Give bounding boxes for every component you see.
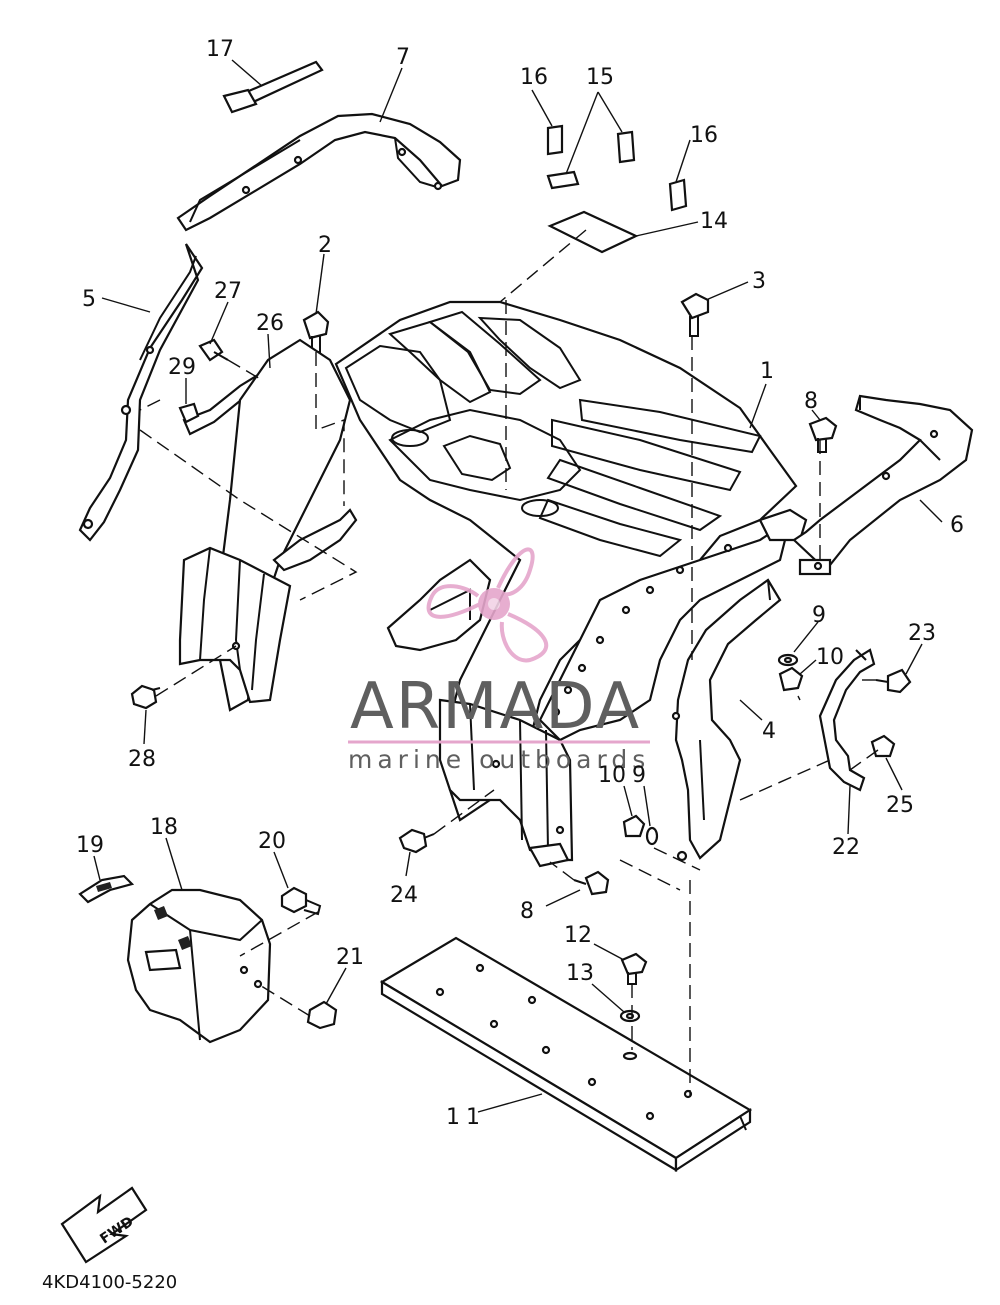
- callout-21: 21: [336, 945, 364, 970]
- part-16-pad-right: [668, 178, 688, 212]
- part-6-rail: [792, 394, 974, 576]
- part-9-washer-lower: [645, 826, 659, 846]
- callout-27: 27: [214, 279, 242, 304]
- callout-17: 17: [206, 37, 234, 62]
- part-10-nut-upper: [778, 666, 804, 692]
- watermark-logo: [426, 547, 549, 663]
- callout-15: 15: [586, 65, 614, 90]
- leader-lines: [93, 59, 943, 1113]
- watermark-tagline: marine outboards: [348, 745, 650, 774]
- part-25-nut: [870, 734, 896, 758]
- part-18-toolbox: [126, 888, 272, 1044]
- part-7-rail: [176, 112, 462, 232]
- callout-13: 13: [566, 961, 594, 986]
- callout-20: 20: [258, 829, 286, 854]
- part-27-bolt: [198, 338, 229, 362]
- part-1-fender: [178, 300, 808, 868]
- part-20-bolt: [280, 886, 322, 916]
- part-10-nut-lower: [622, 814, 646, 838]
- callout-8-lower: 8: [520, 899, 534, 924]
- fwd-arrow: FWD: [60, 1186, 148, 1264]
- part-15-pad: [546, 130, 636, 190]
- part-22-bracket: [818, 648, 876, 792]
- callout-9-upper: 9: [812, 603, 826, 628]
- part-29-nut: [178, 402, 200, 424]
- part-16-pad-left: [546, 124, 564, 156]
- callout-28: 28: [128, 747, 156, 772]
- callout-25: 25: [886, 793, 914, 818]
- part-12-screw: [620, 952, 648, 985]
- callout-12: 12: [564, 923, 592, 948]
- callout-8-top: 8: [804, 389, 818, 414]
- part-9-washer-upper: [777, 653, 799, 667]
- part-4-guard: [671, 578, 782, 862]
- part-8-screw-lower: [573, 870, 610, 896]
- part-28-screw: [130, 684, 161, 710]
- callout-10-lower: 10: [598, 763, 626, 788]
- callout-2: 2: [318, 233, 332, 258]
- callout-14: 14: [700, 209, 728, 234]
- callout-3: 3: [752, 269, 766, 294]
- part-19-clip: [78, 874, 135, 904]
- callout-19: 19: [76, 833, 104, 858]
- callout-9-lower: 9: [632, 763, 646, 788]
- part-3-bolt: [680, 292, 710, 337]
- part-21-nut: [306, 1000, 338, 1030]
- callout-18: 18: [150, 815, 178, 840]
- assembly-lines: [139, 229, 879, 1096]
- part-17-strap: [222, 60, 324, 114]
- callout-23: 23: [908, 621, 936, 646]
- part-14-mat: [547, 210, 639, 254]
- callout-4: 4: [762, 719, 776, 744]
- callout-24: 24: [390, 883, 418, 908]
- callout-10-upper: 10: [816, 645, 844, 670]
- part-23-bolt: [875, 668, 912, 694]
- callout-26: 26: [256, 311, 284, 336]
- diagram-code: 4KD4100-5220: [42, 1272, 177, 1293]
- callouts: 17 7 16 15 16 14 5 27 2 26 3 29 1 8 6 9 …: [76, 37, 964, 1130]
- callout-16-right: 16: [690, 123, 718, 148]
- callout-11: 11: [446, 1105, 486, 1130]
- callout-5: 5: [82, 287, 96, 312]
- callout-1: 1: [760, 359, 774, 384]
- part-13-washer: [619, 1009, 641, 1023]
- part-11-plate: [379, 936, 753, 1173]
- watermark-brand: ARMADA: [350, 670, 641, 744]
- callout-16-left: 16: [520, 65, 548, 90]
- callout-7: 7: [396, 45, 410, 70]
- callout-29: 29: [168, 355, 196, 380]
- part-24-screw: [398, 828, 435, 854]
- part-5-guard: [78, 243, 204, 542]
- part-8-screw-top: [808, 416, 838, 453]
- callout-22: 22: [832, 835, 860, 860]
- callout-6: 6: [950, 513, 964, 538]
